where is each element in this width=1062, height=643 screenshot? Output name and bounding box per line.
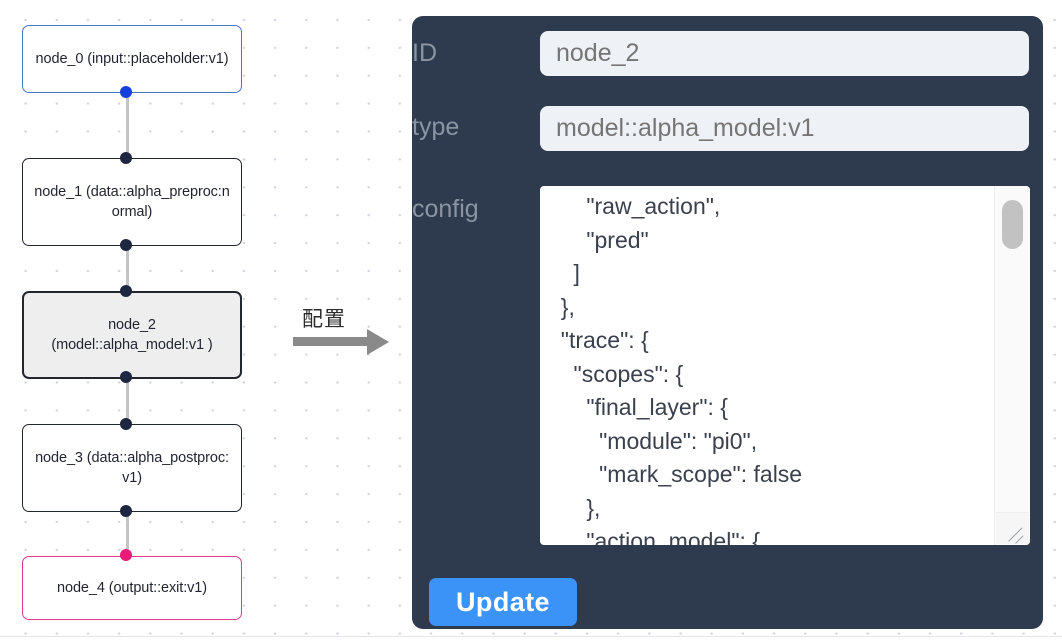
config-resize-handle[interactable] — [996, 512, 1029, 544]
graph-node-node_3[interactable]: node_3 (data::alpha_postproc: v1) — [22, 424, 242, 512]
config-field-label: config — [412, 195, 479, 223]
annotation-arrow-head — [367, 328, 389, 355]
annotation-arrow-shaft — [293, 337, 368, 346]
id-field-label: ID — [412, 39, 437, 67]
graph-node-node_1[interactable]: node_1 (data::alpha_preproc:n ormal) — [22, 158, 242, 246]
node_3-output-port[interactable] — [120, 505, 132, 517]
node_2-output-port[interactable] — [120, 371, 132, 383]
node_3-input-port[interactable] — [120, 418, 132, 430]
graph-node-node_2[interactable]: node_2 (model::alpha_model:v1 ) — [22, 291, 242, 379]
type-input[interactable] — [540, 106, 1029, 151]
config-textarea-wrapper — [540, 186, 1030, 545]
type-field-label: type — [412, 113, 460, 141]
annotation-label: 配置 — [302, 308, 346, 331]
graph-node-label: node_2 (model::alpha_model:v1 ) — [51, 317, 213, 353]
node_1-input-port[interactable] — [120, 152, 132, 164]
config-scrollbar-thumb[interactable] — [1002, 200, 1023, 249]
edge-node0-node1 — [125, 92, 129, 158]
edge-node3-node4 — [125, 510, 129, 552]
node_2-input-port[interactable] — [120, 285, 132, 297]
update-button[interactable]: Update — [429, 578, 577, 626]
config-textarea[interactable] — [540, 186, 995, 545]
node_1-output-port[interactable] — [120, 239, 132, 251]
node_0-output-port[interactable] — [120, 86, 132, 98]
graph-node-label: node_4 (output::exit:v1) — [57, 580, 207, 596]
edge-node1-node2 — [125, 245, 129, 291]
graph-node-label: node_0 (input::placeholder:v1) — [35, 51, 229, 67]
edge-node2-node3 — [125, 377, 129, 422]
bottom-separator — [0, 636, 1062, 643]
graph-node-label: node_3 (data::alpha_postproc: v1) — [35, 450, 229, 486]
graph-node-node_0[interactable]: node_0 (input::placeholder:v1) — [22, 25, 242, 93]
graph-node-node_4[interactable]: node_4 (output::exit:v1) — [22, 556, 242, 620]
graph-node-label: node_1 (data::alpha_preproc:n ormal) — [34, 184, 230, 220]
node_4-input-port[interactable] — [120, 549, 132, 561]
id-input[interactable] — [540, 31, 1029, 76]
config-scrollbar[interactable] — [994, 186, 1030, 545]
